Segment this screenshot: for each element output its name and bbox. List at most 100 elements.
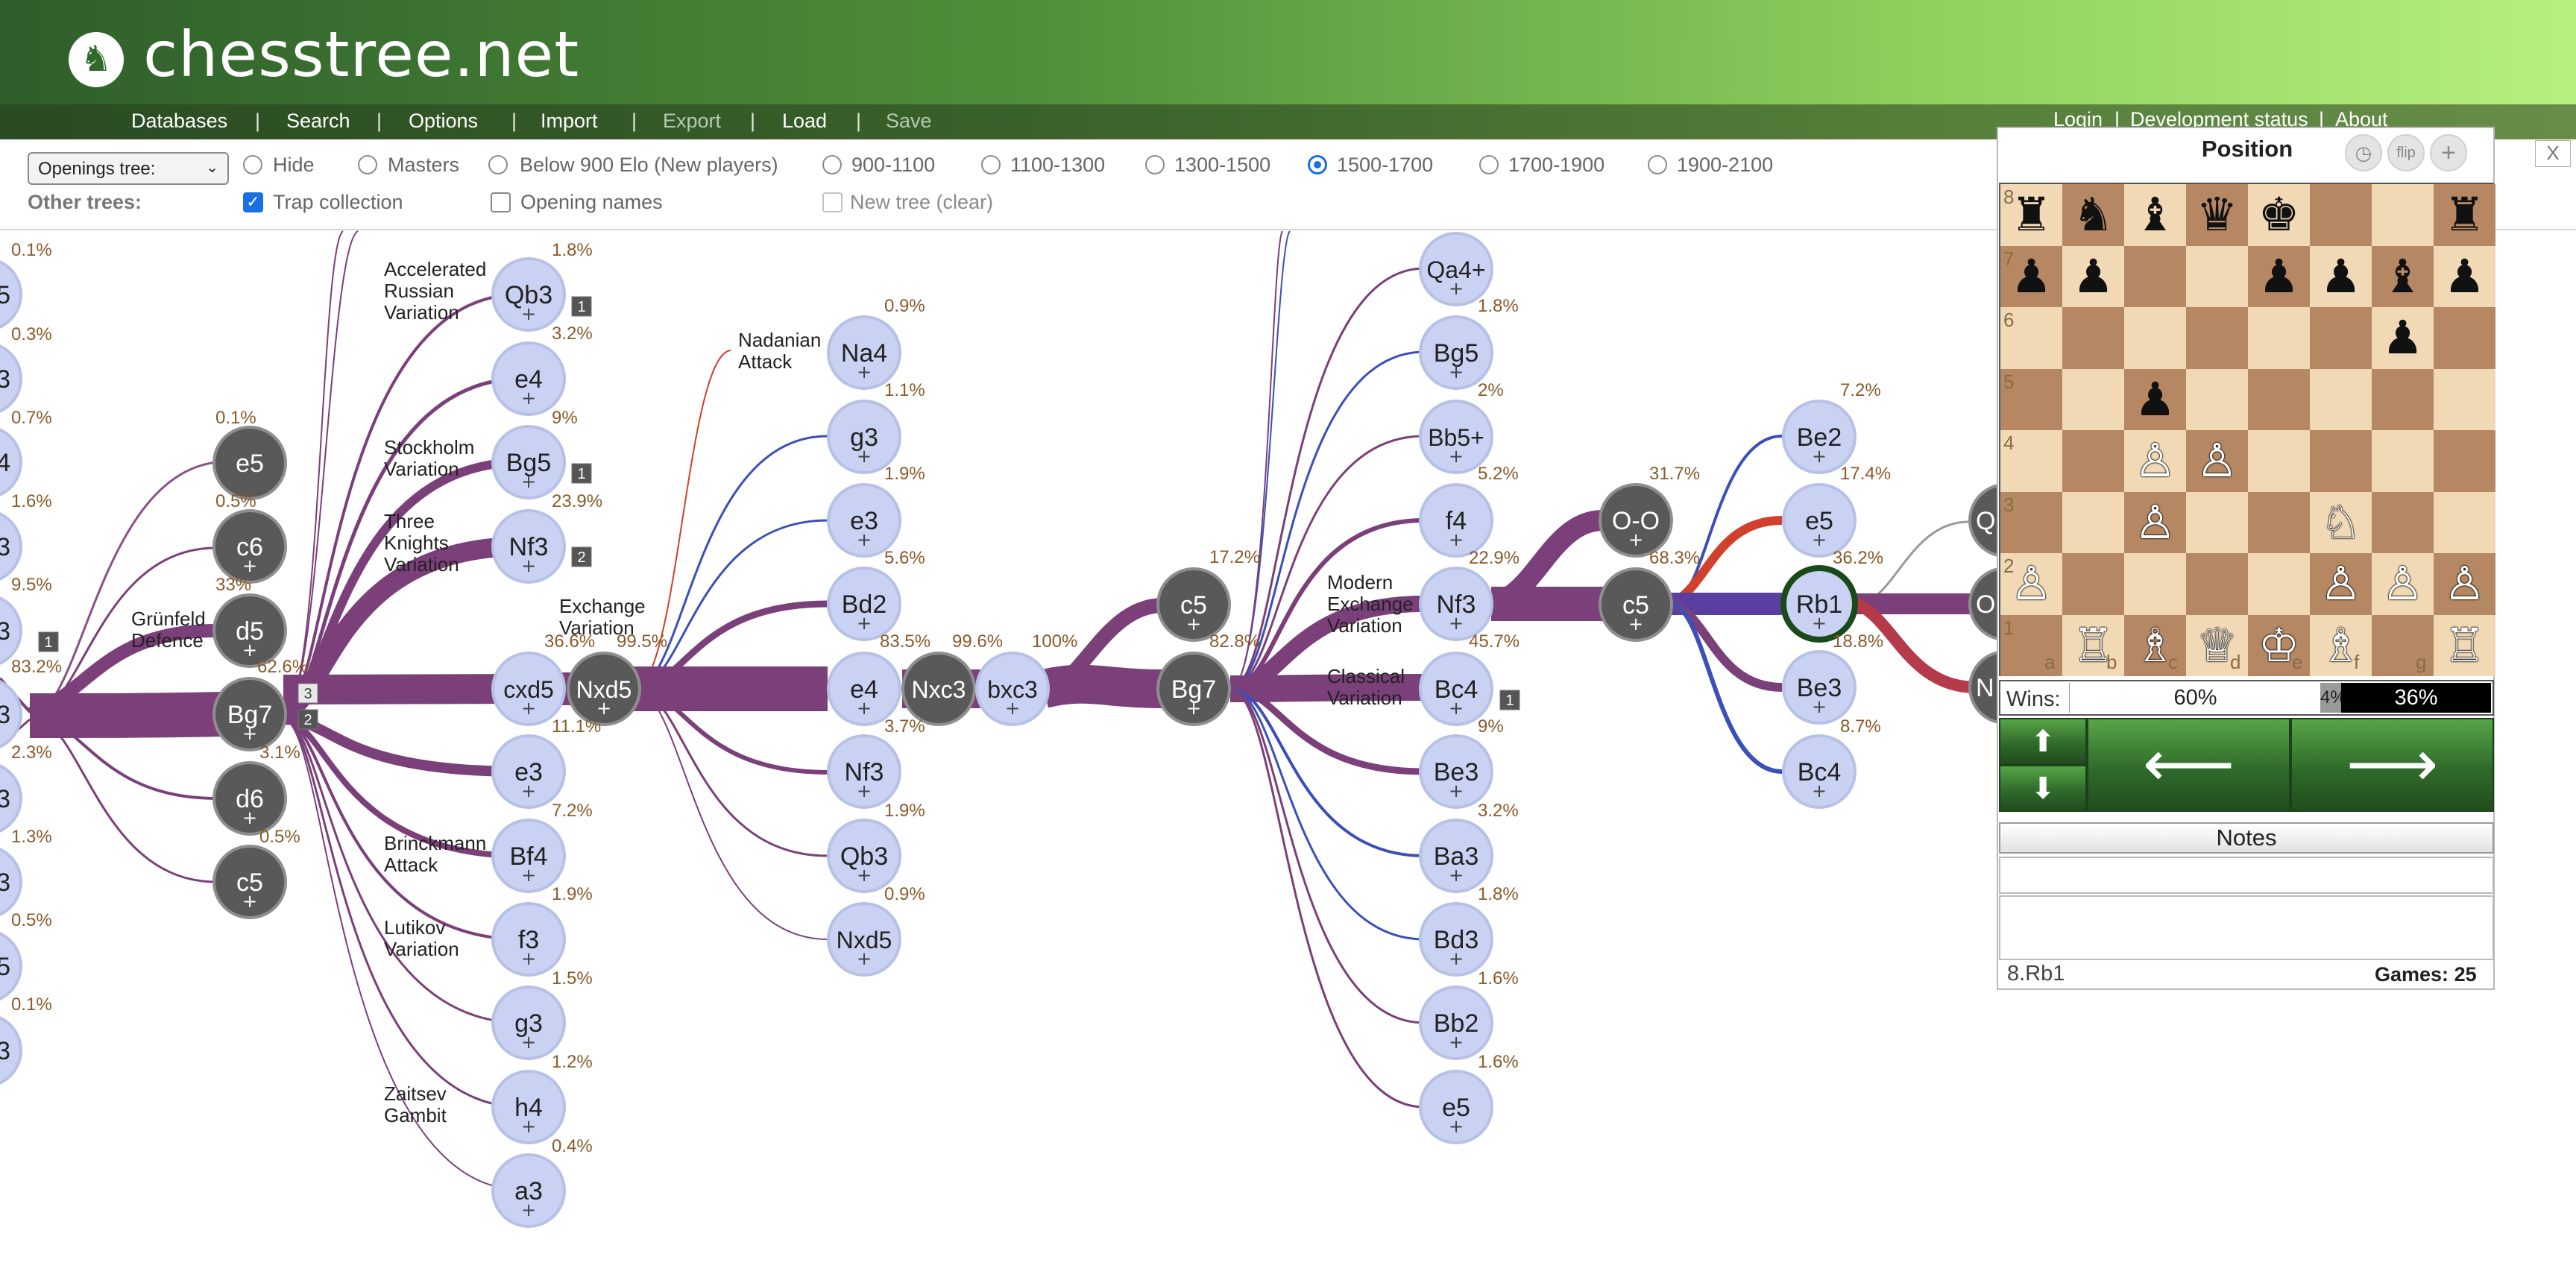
- expand-plus-icon[interactable]: +: [1812, 529, 1827, 550]
- tree-node-g3a[interactable]: [491, 986, 566, 1060]
- board-square[interactable]: [2310, 368, 2372, 430]
- tree-node-g3b[interactable]: [827, 400, 901, 474]
- board-square[interactable]: [2434, 491, 2495, 553]
- expand-plus-icon[interactable]: +: [1449, 948, 1464, 969]
- radio-below-900[interactable]: [488, 155, 508, 174]
- chess-piece[interactable]: ♙: [2443, 556, 2486, 611]
- tree-node-Bc4a[interactable]: [1419, 652, 1493, 726]
- notes-textarea[interactable]: [1999, 895, 2494, 960]
- chess-piece[interactable]: ♝: [2381, 248, 2424, 303]
- expand-plus-icon[interactable]: +: [242, 640, 257, 661]
- game-count-badge[interactable]: [38, 631, 59, 652]
- menu-export[interactable]: Export: [663, 110, 722, 132]
- tree-node-partial[interactable]: [0, 678, 22, 750]
- expand-plus-icon[interactable]: +: [1186, 698, 1201, 719]
- board-square[interactable]: [2186, 614, 2248, 676]
- chess-piece[interactable]: ♚: [2258, 187, 2300, 242]
- tree-node-Bg5a[interactable]: [491, 425, 566, 499]
- chess-piece[interactable]: ♖: [2072, 617, 2114, 672]
- board-square[interactable]: [2000, 614, 2062, 676]
- expand-plus-icon[interactable]: +: [242, 723, 257, 744]
- board-square[interactable]: [2248, 184, 2310, 246]
- menu-save[interactable]: Save: [886, 110, 932, 132]
- tree-node-Be3b[interactable]: [1782, 650, 1857, 725]
- board-square[interactable]: [2124, 491, 2186, 553]
- board-square[interactable]: [2062, 614, 2124, 676]
- tree-node-Na4[interactable]: [827, 315, 901, 390]
- expand-plus-icon[interactable]: +: [857, 613, 872, 634]
- tree-node-Be3a[interactable]: [1419, 734, 1493, 809]
- board-square[interactable]: [2186, 553, 2248, 615]
- board-square[interactable]: [2248, 430, 2310, 492]
- tree-node-a3[interactable]: [491, 1153, 566, 1228]
- chess-piece[interactable]: ♞: [2072, 187, 2114, 242]
- expand-plus-icon[interactable]: +: [857, 446, 872, 467]
- board-square[interactable]: [2124, 368, 2186, 430]
- chess-piece[interactable]: ♟: [2320, 248, 2362, 303]
- expand-plus-icon[interactable]: +: [521, 1116, 536, 1137]
- expand-plus-icon[interactable]: +: [1449, 529, 1464, 550]
- move-down-button[interactable]: ⬇: [1999, 765, 2087, 812]
- tree-node-Nf3a[interactable]: [491, 509, 566, 584]
- board-square[interactable]: [2000, 307, 2062, 369]
- tree-node-Be2[interactable]: [1782, 400, 1857, 474]
- expand-plus-icon[interactable]: +: [857, 362, 872, 382]
- tree-node-Bg5b[interactable]: [1419, 315, 1493, 390]
- chess-piece[interactable]: ♟: [2258, 248, 2300, 303]
- chess-piece[interactable]: ♟: [2072, 248, 2114, 303]
- board-square[interactable]: [2062, 307, 2124, 369]
- tree-node-bxc3[interactable]: [975, 652, 1050, 726]
- expand-plus-icon[interactable]: +: [521, 781, 536, 801]
- radio-1100-1300[interactable]: [981, 155, 1001, 174]
- expand-plus-icon[interactable]: +: [1449, 278, 1464, 299]
- tree-node-partial[interactable]: [1968, 651, 1997, 724]
- game-count-badge[interactable]: [297, 709, 318, 730]
- checkbox-new-tree[interactable]: [822, 192, 843, 212]
- board-square[interactable]: [2372, 430, 2434, 492]
- site-title[interactable]: chesstree.net: [143, 18, 580, 91]
- game-count-badge[interactable]: [297, 683, 318, 704]
- tree-node-Qb3b[interactable]: [827, 819, 901, 893]
- expand-plus-icon[interactable]: +: [521, 698, 536, 719]
- board-square[interactable]: [2124, 184, 2186, 246]
- board-square[interactable]: [2248, 245, 2310, 307]
- chess-piece[interactable]: ♙: [2010, 556, 2053, 611]
- board-square[interactable]: [2310, 245, 2372, 307]
- board-square[interactable]: [2000, 368, 2062, 430]
- board-square[interactable]: [2372, 184, 2434, 246]
- board-square[interactable]: [2062, 430, 2124, 492]
- expand-plus-icon[interactable]: +: [596, 698, 611, 719]
- radio-1700-1900[interactable]: [1479, 155, 1499, 174]
- tree-node-c6[interactable]: [212, 509, 287, 584]
- board-square[interactable]: [2062, 368, 2124, 430]
- chess-piece[interactable]: ♜: [2443, 187, 2486, 242]
- expand-plus-icon[interactable]: +: [242, 555, 257, 576]
- plus-icon[interactable]: +: [2430, 134, 2467, 171]
- tree-node-cxd5[interactable]: [491, 652, 566, 726]
- tree-node-partial[interactable]: [0, 511, 22, 582]
- tree-node-e3a[interactable]: [491, 734, 566, 809]
- expand-plus-icon[interactable]: +: [1812, 613, 1827, 634]
- tree-node-Nxd5b[interactable]: [827, 902, 901, 977]
- board-square[interactable]: [2000, 553, 2062, 615]
- board-square[interactable]: [2186, 184, 2248, 246]
- expand-plus-icon[interactable]: +: [1449, 698, 1464, 719]
- tree-node-Nxc3[interactable]: [901, 652, 976, 726]
- tree-node-Bb5[interactable]: [1419, 400, 1493, 474]
- expand-plus-icon[interactable]: +: [1628, 529, 1643, 550]
- board-square[interactable]: [2186, 307, 2248, 369]
- menu-options[interactable]: Options: [409, 110, 479, 132]
- board-square[interactable]: [2000, 184, 2062, 246]
- menu-import[interactable]: Import: [541, 110, 598, 132]
- board-square[interactable]: [2186, 245, 2248, 307]
- tree-node-f4[interactable]: [1419, 483, 1493, 558]
- tree-node-d5[interactable]: [212, 593, 287, 668]
- expand-plus-icon[interactable]: +: [521, 303, 536, 324]
- expand-plus-icon[interactable]: +: [857, 529, 872, 550]
- board-square[interactable]: [2310, 430, 2372, 492]
- board-square[interactable]: [2062, 491, 2124, 553]
- game-count-badge[interactable]: [571, 296, 592, 317]
- tree-node-OO[interactable]: [1599, 483, 1673, 558]
- tree-node-partial[interactable]: [1968, 567, 1997, 640]
